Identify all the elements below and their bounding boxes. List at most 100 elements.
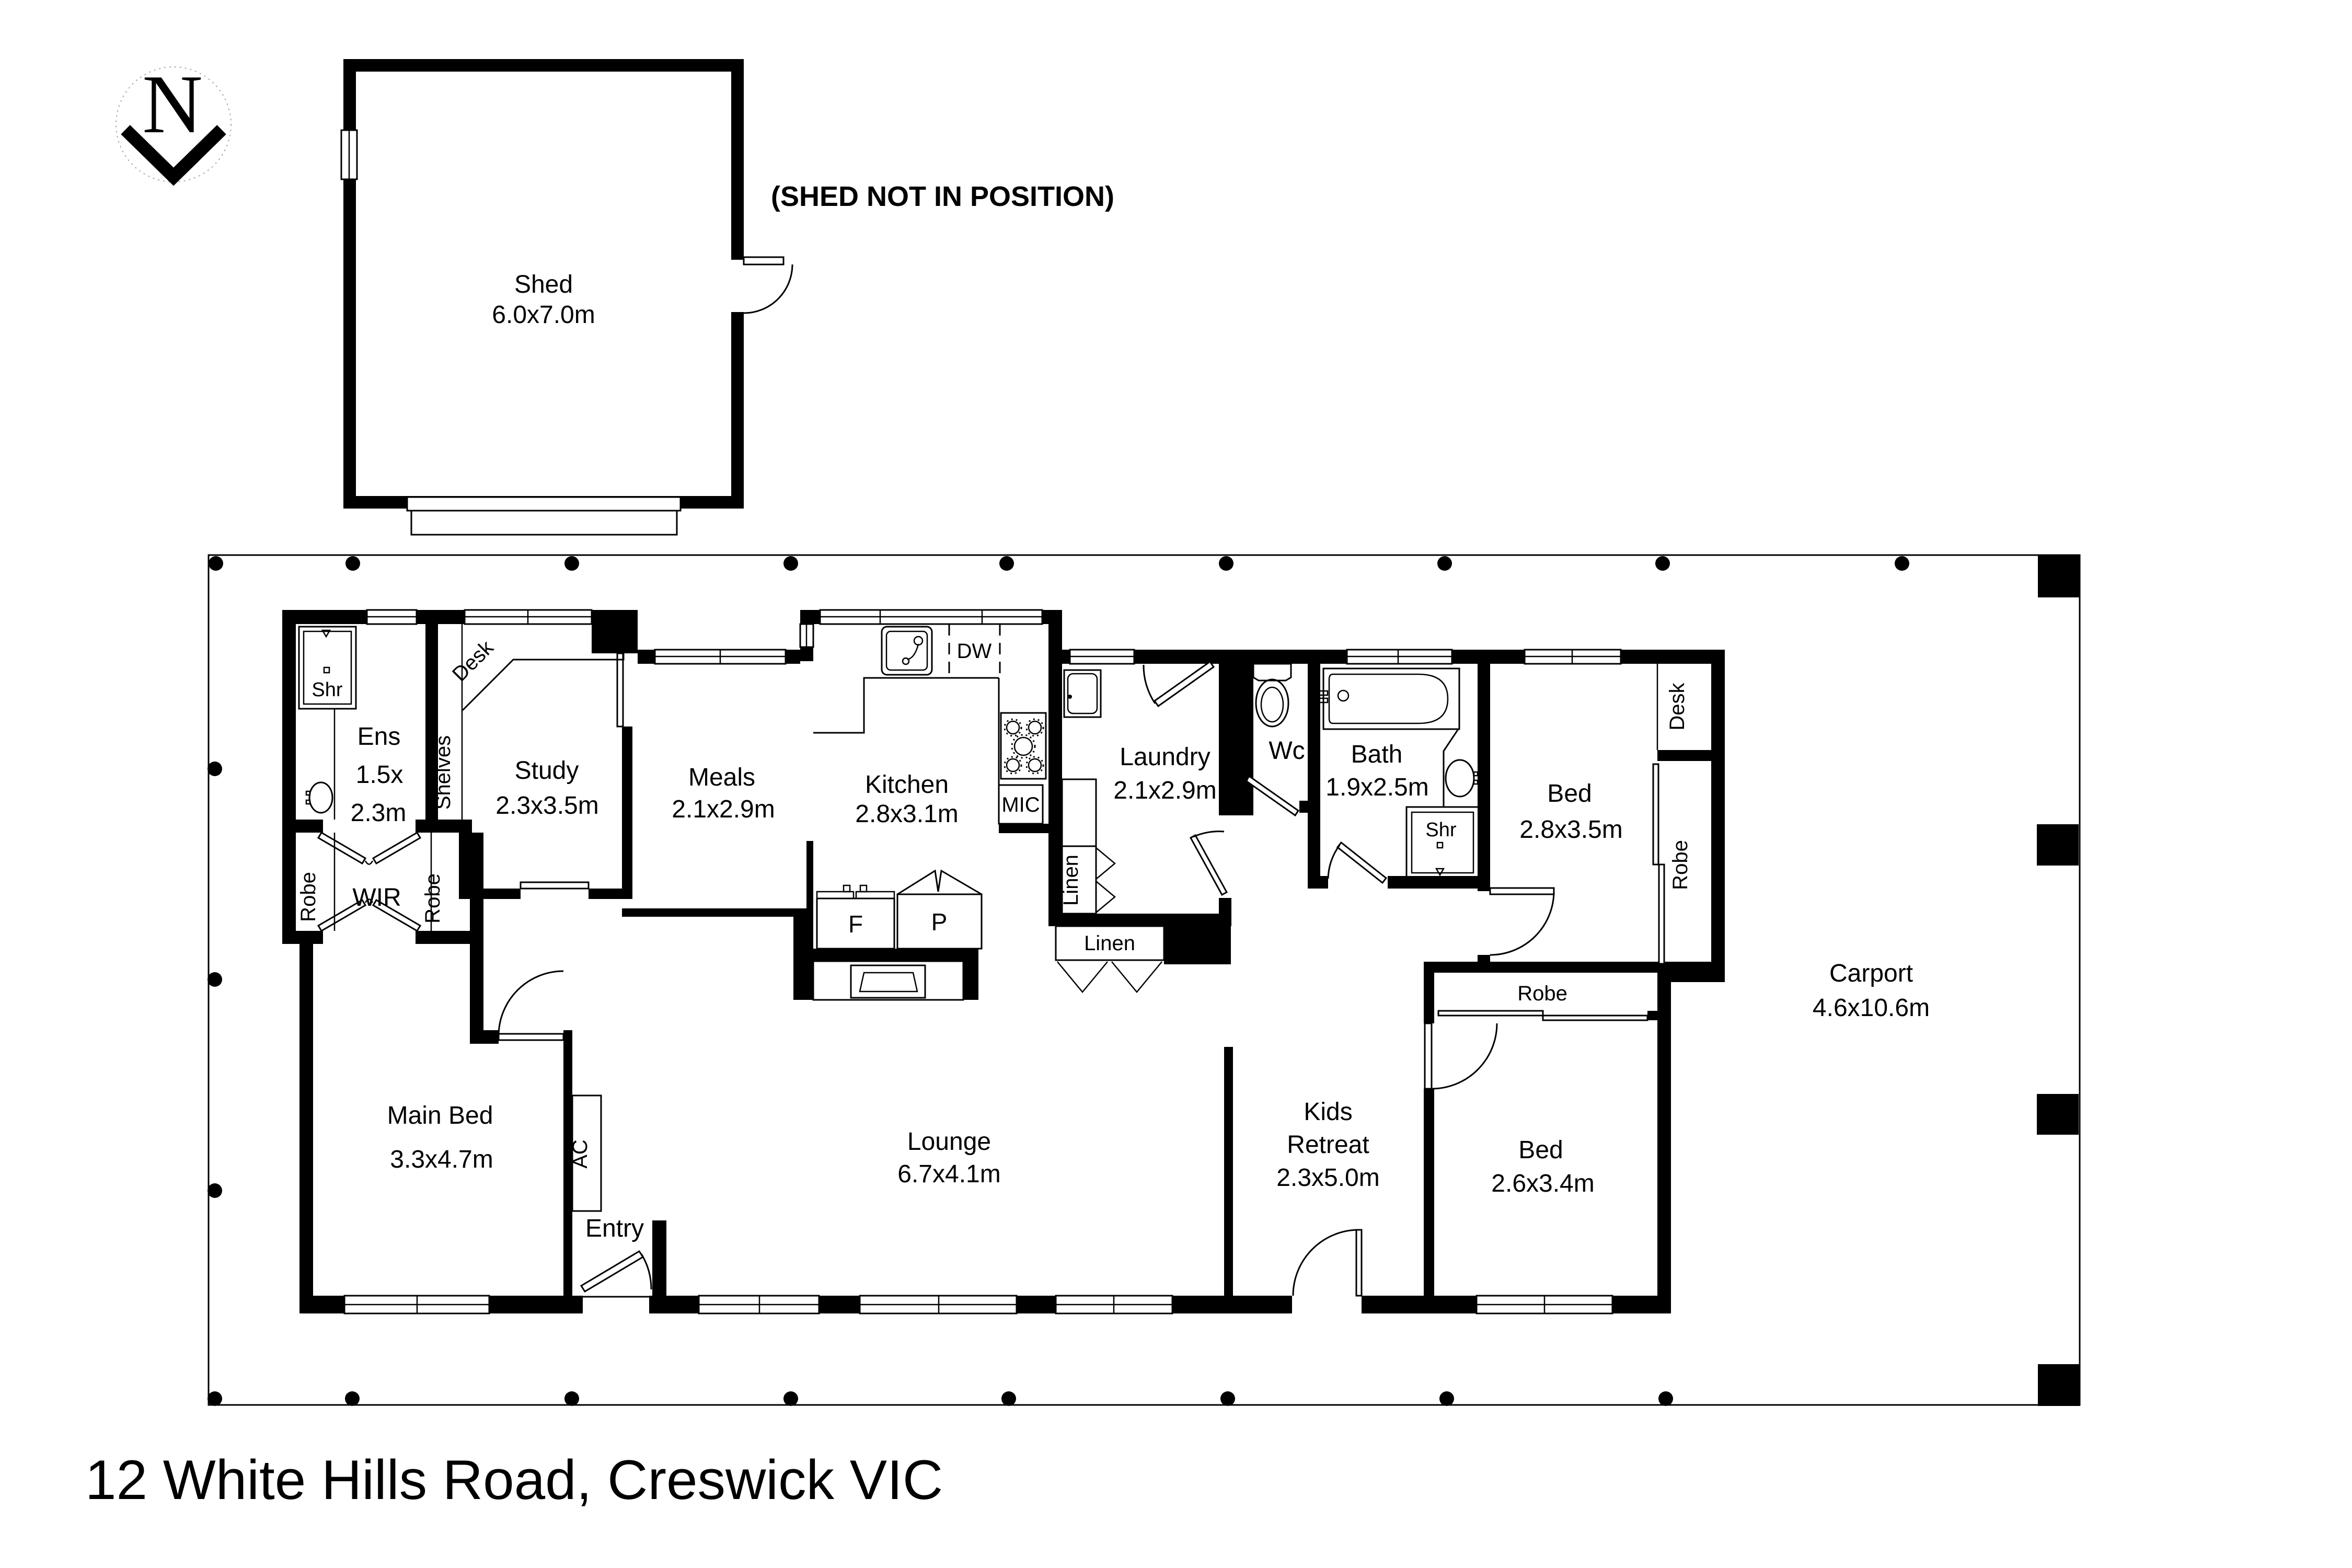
linen2-label: Linen [1084, 932, 1135, 955]
laundry-hall-door-icon [1189, 831, 1228, 896]
shed-name: Shed [514, 271, 573, 298]
toilet-icon [1252, 663, 1292, 728]
linen1-icon [1061, 845, 1116, 915]
shed-dims: 6.0x7.0m [492, 301, 595, 329]
window-icon [859, 1295, 1018, 1315]
room-labels: Ens 1.5x 2.3m Study 2.3x3.5m Meals 2.1x2… [351, 723, 1930, 1242]
shed-door-icon [743, 256, 793, 314]
svg-text:Bath: Bath [1351, 741, 1403, 768]
svg-text:3.3x4.7m: 3.3x4.7m [390, 1146, 493, 1173]
svg-text:Kitchen: Kitchen [865, 771, 949, 799]
wir-door-icon [317, 898, 422, 932]
bathtub-icon [1317, 667, 1460, 730]
svg-text:1.9x2.5m: 1.9x2.5m [1325, 774, 1428, 801]
shed-note: (SHED NOT IN POSITION) [771, 181, 1114, 212]
heater-icon [812, 960, 964, 1001]
svg-text:2.8x3.5m: 2.8x3.5m [1519, 816, 1622, 844]
shelves-label: Shelves [432, 735, 455, 810]
svg-text:4.6x10.6m: 4.6x10.6m [1813, 994, 1930, 1022]
svg-text:Study: Study [515, 757, 579, 785]
linen2-icon [1055, 925, 1165, 993]
windows [343, 609, 1622, 1315]
window-icon [1475, 1295, 1613, 1315]
svg-text:Carport: Carport [1829, 960, 1913, 987]
bath-door-icon [1327, 841, 1388, 884]
svg-text:2.1x2.9m: 2.1x2.9m [672, 795, 775, 823]
window-icon [698, 1295, 820, 1315]
wir-robe-right-label: Robe [421, 873, 444, 924]
doors [317, 652, 1555, 1298]
bath-shower-icon [1405, 806, 1480, 879]
window-icon [654, 649, 787, 665]
svg-text:2.1x2.9m: 2.1x2.9m [1113, 777, 1216, 804]
ac-label: AC [569, 1139, 592, 1169]
svg-text:2.8x3.1m: 2.8x3.1m [855, 800, 958, 828]
wir-door-icon [317, 831, 422, 865]
svg-text:2.3m: 2.3m [351, 799, 407, 827]
window-icon [799, 623, 814, 648]
svg-text:2.3x5.0m: 2.3x5.0m [1276, 1164, 1379, 1192]
laundry-tub-icon [1063, 669, 1102, 718]
window-icon [1524, 649, 1622, 665]
room-label-wir: WIR [352, 884, 401, 912]
svg-text:2.6x3.4m: 2.6x3.4m [1491, 1170, 1594, 1197]
svg-text:Lounge: Lounge [907, 1128, 991, 1156]
address-title: 12 White Hills Road, Creswick VIC [85, 1448, 943, 1511]
room-label-kids-retreat: Kids Retreat 2.3x5.0m [1276, 1098, 1379, 1192]
svg-text:Kids: Kids [1304, 1098, 1352, 1126]
room-label-bath: Bath 1.9x2.5m [1325, 741, 1428, 801]
north-arrow-icon: N [116, 57, 232, 186]
study-desk-icon [461, 624, 625, 820]
kitchen-bench-icon [813, 624, 1001, 785]
laundry-bench-icon [1061, 778, 1097, 847]
fridge-icon [816, 884, 895, 950]
bed2-door-icon [1424, 1022, 1498, 1090]
svg-text:Bed: Bed [1547, 780, 1592, 808]
wir-robes [333, 833, 432, 931]
window-icon [343, 1295, 490, 1315]
svg-text:Meals: Meals [688, 764, 755, 791]
svg-text:6.7x4.1m: 6.7x4.1m [897, 1160, 1000, 1188]
room-label-ens: Ens 1.5x 2.3m [351, 723, 407, 827]
window-icon [464, 609, 593, 625]
kids-robe-label: Robe [1517, 982, 1567, 1005]
meals-door-icon [616, 652, 624, 728]
room-label-bed1: Bed 2.8x3.5m [1519, 780, 1622, 844]
room-label-entry: Entry [585, 1215, 644, 1242]
room-label-shed: Shed 6.0x7.0m [492, 271, 595, 329]
ac-icon [571, 1094, 602, 1212]
svg-text:Bed: Bed [1518, 1136, 1563, 1164]
room-label-main-bed: Main Bed 3.3x4.7m [387, 1102, 493, 1173]
entry-door-icon [580, 1250, 652, 1298]
main-bed-door-icon [498, 970, 564, 1041]
room-label-study: Study 2.3x3.5m [495, 757, 598, 820]
window-icon [366, 609, 418, 625]
microwave-icon [998, 784, 1044, 825]
shed-window-icon [340, 129, 358, 180]
carport-post [2037, 1094, 2079, 1135]
room-label-carport: Carport 4.6x10.6m [1813, 960, 1930, 1022]
fridge-label: F [848, 910, 863, 938]
bed1-robe-slider-icon [1652, 763, 1665, 965]
bed1-door-icon [1489, 887, 1555, 956]
wc-door-icon [1239, 775, 1300, 817]
shed-building: Shed 6.0x7.0m [340, 59, 793, 536]
window-icon [1055, 1295, 1173, 1315]
bed1-desk-label: Desk [1666, 682, 1689, 730]
laundry-entry-door-icon [1143, 660, 1215, 708]
room-label-meals: Meals 2.1x2.9m [672, 764, 775, 823]
carport-post [2037, 824, 2079, 866]
dishwasher-label: DW [957, 640, 992, 663]
ens-shower-label: Shr [312, 679, 342, 701]
room-label-kitchen: Kitchen 2.8x3.1m [855, 771, 958, 828]
bath-basin-icon [1443, 729, 1479, 807]
window-icon [1069, 649, 1135, 665]
north-letter: N [142, 57, 203, 151]
window-icon [819, 609, 1043, 625]
shed-roller-door-icon [406, 496, 682, 536]
linen1-label: Linen [1059, 855, 1082, 906]
study-door-icon [520, 881, 590, 890]
kids-door-icon [1292, 1229, 1363, 1297]
